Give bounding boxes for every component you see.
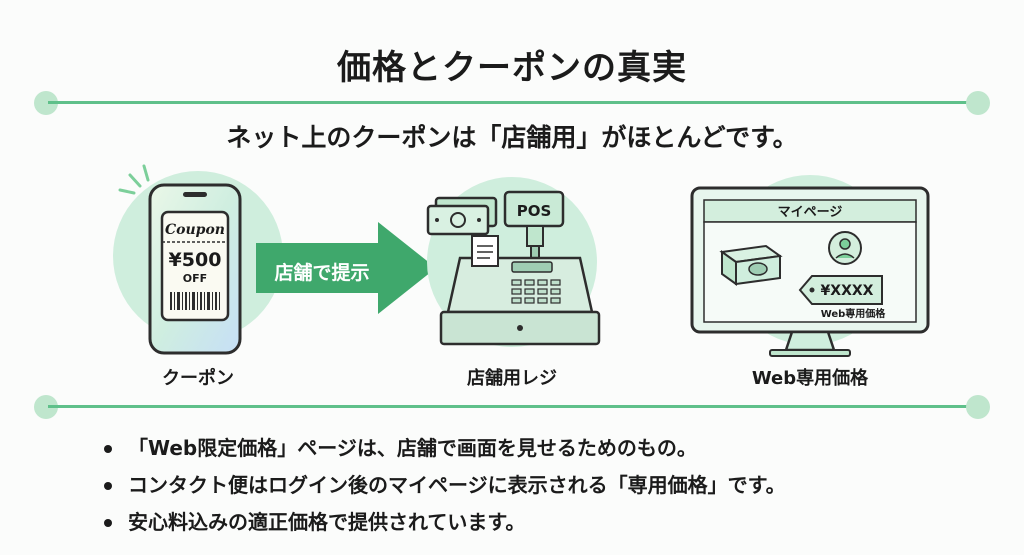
divider-dot-right bbox=[966, 395, 990, 419]
coupon-caption: クーポン bbox=[162, 368, 234, 389]
arrow-right-icon bbox=[256, 222, 436, 314]
bullet-list: 「Web限定価格」ページは、店舗で画面を見せるためのもの。 コンタクト便はログイ… bbox=[104, 430, 786, 541]
web-price-label: Web専用価格 bbox=[821, 307, 887, 320]
list-item: 「Web限定価格」ページは、店舗で画面を見せるためのもの。 bbox=[104, 430, 786, 467]
bullet-dot bbox=[104, 445, 112, 453]
bottom-divider bbox=[48, 405, 976, 408]
list-item: コンタクト便はログイン後のマイページに表示される「専用価格」です。 bbox=[104, 467, 786, 504]
bullet-dot bbox=[104, 482, 112, 490]
bullet-dot bbox=[104, 519, 112, 527]
coupon-off: OFF bbox=[183, 272, 207, 285]
user-avatar-icon bbox=[828, 231, 862, 265]
pos-label: POS bbox=[517, 202, 552, 220]
coupon-amount: ¥500 bbox=[169, 249, 222, 271]
price-tag-icon bbox=[798, 275, 883, 305]
web-monitor-illustration: マイページ ¥XXXX Web専用価格 bbox=[690, 175, 930, 357]
coupon-phone-illustration: Coupon ¥500 OFF bbox=[113, 164, 283, 355]
list-item: 安心料込みの適正価格で提供されています。 bbox=[104, 504, 786, 541]
cash-icon bbox=[426, 196, 498, 236]
page-title: 価格とクーポンの真実 bbox=[337, 48, 687, 88]
bullet-text: コンタクト便はログイン後のマイページに表示される「専用価格」です。 bbox=[128, 473, 786, 497]
web-price: ¥XXXX bbox=[821, 283, 874, 299]
divider-dot-right bbox=[966, 91, 990, 115]
coupon-brand: Coupon bbox=[165, 222, 225, 238]
product-box-icon bbox=[719, 244, 783, 286]
web-mypage-header: マイページ bbox=[778, 205, 843, 220]
bullet-text: 安心料込みの適正価格で提供されています。 bbox=[128, 510, 526, 534]
web-caption: Web専用価格 bbox=[751, 368, 869, 389]
pos-register-illustration: POS bbox=[426, 177, 601, 347]
subtitle: ネット上のクーポンは「店舗用」がほとんどです。 bbox=[226, 123, 798, 152]
bullet-text: 「Web限定価格」ページは、店舗で画面を見せるためのもの。 bbox=[128, 436, 697, 460]
top-divider bbox=[48, 101, 976, 104]
arrow-label: 店舗で提示 bbox=[274, 262, 370, 284]
register-caption: 店舗用レジ bbox=[467, 368, 557, 389]
barcode bbox=[170, 292, 220, 310]
